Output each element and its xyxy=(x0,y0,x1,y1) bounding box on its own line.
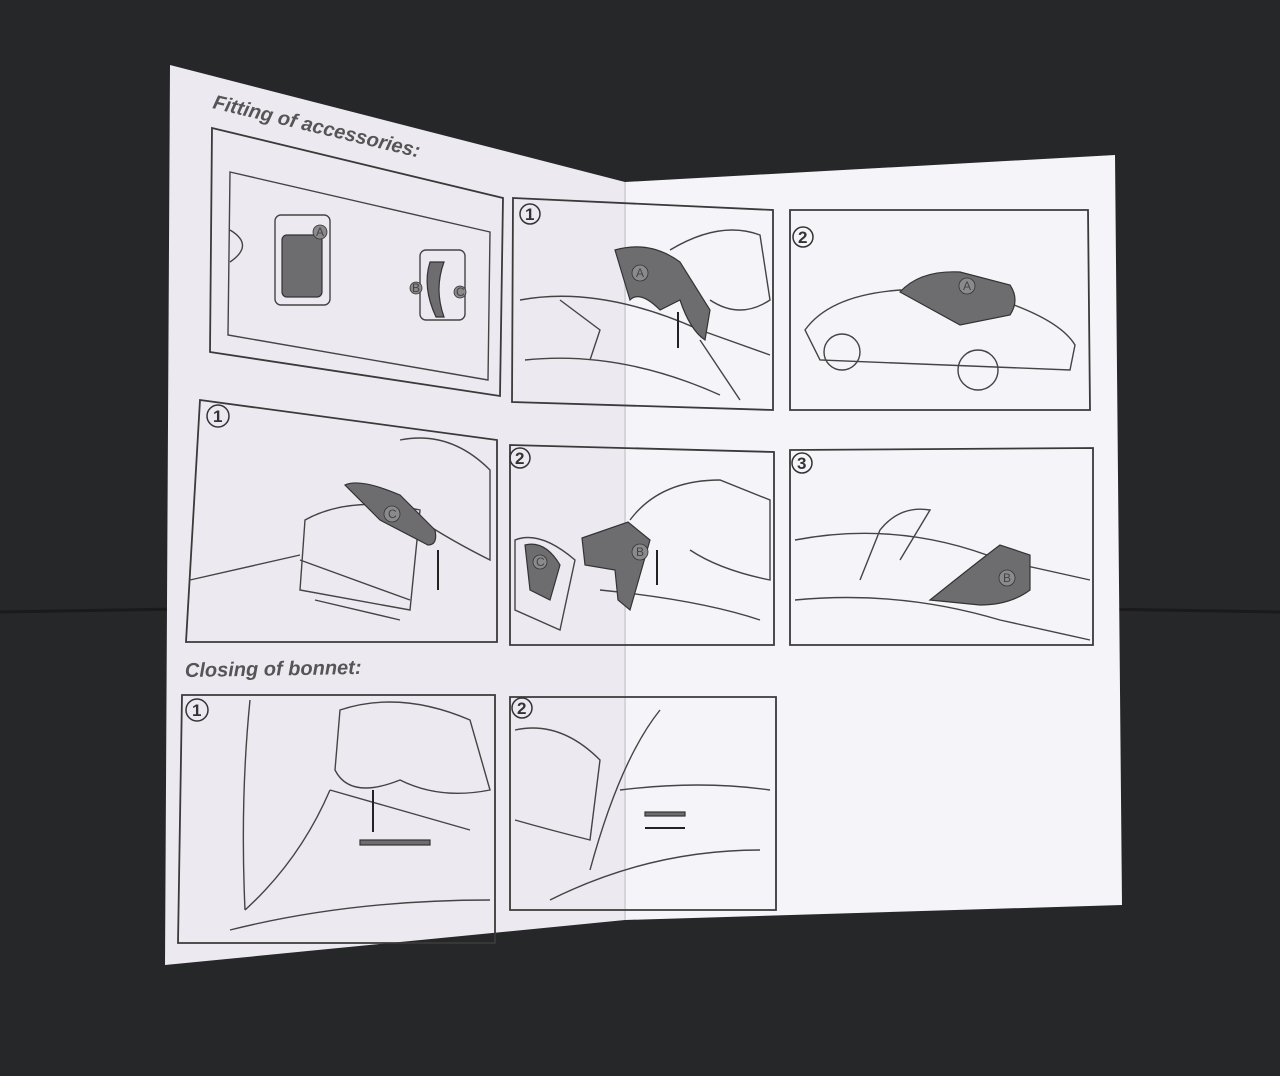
part-label-a: A xyxy=(636,266,644,280)
instruction-leaflet: Fitting of accessories: Closing of bonne… xyxy=(165,65,1122,965)
panel-fit-b-step-3: 3 B xyxy=(789,447,1094,646)
leaflet-right-page xyxy=(625,155,1122,920)
step-number: 2 xyxy=(798,228,807,247)
part-label-b: B xyxy=(1003,571,1011,585)
step-number: 1 xyxy=(213,407,222,426)
panel-parts-overview: A B C xyxy=(209,126,504,398)
panel-close-bonnet-step-1: 1 xyxy=(177,694,496,944)
part-label-c: C xyxy=(388,507,397,521)
part-label-b: B xyxy=(636,545,644,559)
step-number: 2 xyxy=(517,699,526,718)
step-number: 2 xyxy=(515,449,524,468)
part-label-c: C xyxy=(536,555,545,569)
part-label-b: B xyxy=(412,281,420,295)
panel-fit-a-step-2: 2 A xyxy=(789,209,1091,411)
step-number: 1 xyxy=(525,205,534,224)
part-label-a: A xyxy=(963,279,971,293)
step-number: 3 xyxy=(797,454,806,473)
step-number: 1 xyxy=(192,701,201,720)
section-heading-closing: Closing of bonnet: xyxy=(185,657,362,682)
part-label-a: A xyxy=(316,225,324,239)
panel-fit-b-step-2: 2 C B xyxy=(509,444,775,646)
part-label-c: C xyxy=(456,285,465,299)
panel-close-bonnet-step-2: 2 xyxy=(509,696,777,911)
panel-fit-a-step-1: 1 A xyxy=(511,197,774,411)
panel-fit-c-step-1: 1 C xyxy=(185,398,498,643)
